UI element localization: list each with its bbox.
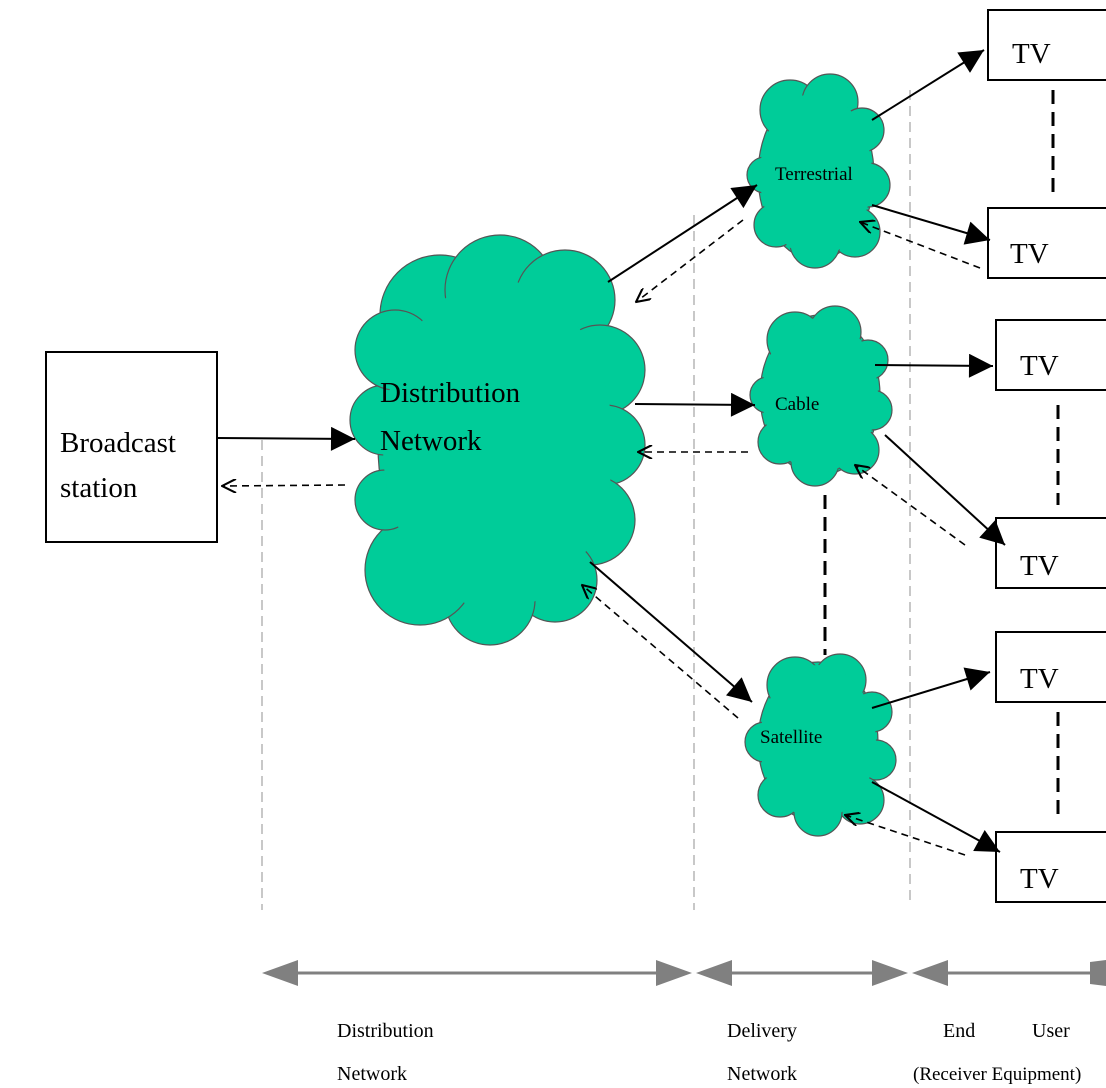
tv-label-2: TV (1010, 238, 1049, 270)
section-labels: Distribution Network Delivery Network En… (337, 1020, 1081, 1085)
distribution-network-cloud: Distribution Network (349, 234, 646, 646)
satellite-cloud: Satellite (744, 653, 897, 837)
tv-box-4 (995, 517, 1106, 589)
tv-labels: TV TV TV TV TV TV (1010, 38, 1059, 895)
section-delivery-line1: Delivery (727, 1020, 797, 1042)
section-separators (261, 90, 911, 910)
broadcast-station-label-2: station (60, 472, 138, 504)
section-end-user-line2: (Receiver Equipment) (913, 1064, 1081, 1085)
cable-cloud: Cable (749, 305, 893, 487)
satellite-label: Satellite (760, 727, 822, 748)
tv-label-5: TV (1020, 663, 1059, 695)
distribution-cloud-label-2: Network (380, 425, 482, 457)
tv-label-6: TV (1020, 863, 1059, 895)
tv-box-1 (987, 9, 1106, 81)
tv-box-6 (995, 831, 1106, 903)
section-end-user-user: User (1032, 1020, 1070, 1042)
tv-box-5 (995, 631, 1106, 703)
section-distribution-line2: Network (337, 1063, 407, 1085)
tv-label-4: TV (1020, 550, 1059, 582)
distribution-cloud-label-1: Distribution (380, 377, 521, 409)
broadcast-station-box: Broadcast station (45, 351, 218, 543)
section-end-user-end: End (943, 1020, 975, 1042)
tv-label-3: TV (1020, 350, 1059, 382)
forward-arrows (216, 49, 1006, 853)
cable-label: Cable (775, 394, 819, 415)
tv-label-1: TV (1012, 38, 1051, 70)
tv-boxes (987, 9, 1106, 903)
tv-box-2 (987, 207, 1106, 279)
return-arrows (222, 219, 981, 856)
terrestrial-label: Terrestrial (775, 164, 853, 185)
tv-box-3 (995, 319, 1106, 391)
section-distribution-line1: Distribution (337, 1020, 434, 1042)
section-range-arrows (262, 960, 1106, 986)
broadcast-station-label-1: Broadcast (60, 427, 176, 459)
tv-group-links (1051, 90, 1060, 820)
terrestrial-cloud: Terrestrial (746, 73, 891, 269)
section-delivery-line2: Network (727, 1063, 797, 1085)
